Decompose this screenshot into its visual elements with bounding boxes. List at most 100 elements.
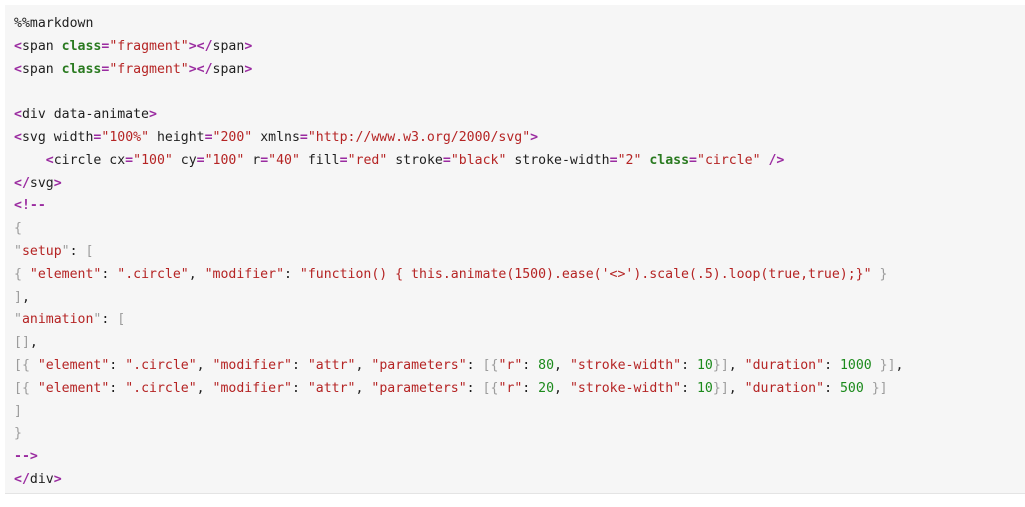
code-token: 20 (538, 380, 555, 396)
code-token: </ (14, 471, 30, 487)
code-token: > (244, 61, 253, 77)
code-token: { (14, 266, 30, 282)
code-token: , (355, 357, 372, 373)
code-token: { (14, 221, 22, 237)
code-line: --> (14, 446, 904, 469)
code-line: <svg width="100%" height="200" xmlns="ht… (14, 127, 904, 150)
code-token: --> (14, 449, 38, 465)
code-token: , (21, 289, 30, 305)
code-token: "200" (212, 129, 253, 145)
code-token: " (61, 243, 70, 259)
code-token: "modifier" (212, 357, 292, 373)
code-token: : (101, 266, 118, 282)
code-block: %%markdown<span class="fragment"></span>… (5, 5, 1025, 494)
code-line: } (14, 423, 904, 446)
code-token: "r" (498, 380, 523, 396)
code-token: "function() { this.animate(1500).ease('<… (299, 266, 872, 282)
code-token: "modifier" (204, 266, 285, 282)
code-token: r (244, 152, 261, 168)
code-token: "fragment" (109, 38, 189, 54)
code-token: " (14, 243, 22, 259)
code-line: ], (14, 287, 904, 310)
code-token: "element" (37, 357, 110, 373)
code-token: , (554, 380, 570, 396)
code-token: span (21, 38, 62, 54)
code-token: "attr" (307, 357, 356, 373)
code-token: "r" (498, 357, 523, 373)
code-line: [{ "element": ".circle", "modifier": "at… (14, 355, 904, 378)
code-token: : (681, 357, 697, 373)
code-token: = (260, 152, 269, 168)
code-token: [] (14, 335, 30, 351)
code-token: > (53, 175, 62, 191)
code-token: " (14, 312, 22, 328)
code-line: [], (14, 332, 904, 355)
code-token: < (14, 107, 22, 123)
code-token: [ (117, 312, 126, 328)
code-token: , (196, 380, 213, 396)
code-token: "stroke-width" (569, 357, 682, 373)
code-token: "parameters" (371, 357, 467, 373)
code-token: 80 (538, 357, 555, 373)
code-line (14, 81, 904, 104)
code-token: }] (863, 380, 888, 396)
code-token: span (21, 61, 62, 77)
code-line: "setup": [ (14, 241, 904, 264)
code-token: "red" (347, 152, 388, 168)
code-token: , (728, 357, 745, 373)
code-token: "100%" (101, 129, 150, 145)
code-content: %%markdown<span class="fragment"></span>… (14, 13, 904, 492)
code-token: = (442, 152, 451, 168)
code-token: "duration" (744, 380, 825, 396)
code-token: span (212, 61, 245, 77)
code-line: ] (14, 401, 904, 424)
code-line: %%markdown (14, 13, 904, 36)
code-token: = (299, 129, 308, 145)
code-token: %%markdown (14, 16, 94, 31)
code-token: span (212, 38, 245, 54)
code-token: < (14, 152, 54, 168)
code-token: ".circle" (125, 357, 197, 373)
code-token: "http://www.w3.org/2000/svg" (307, 129, 531, 145)
code-token: > (53, 471, 62, 487)
code-line: { (14, 218, 904, 241)
code-token: > (149, 107, 157, 123)
code-token: ".circle" (117, 266, 189, 282)
code-token: , (355, 380, 372, 396)
code-token: 1000 (839, 357, 872, 373)
code-token: [{ (14, 357, 38, 373)
code-token: animation (21, 312, 94, 328)
code-token: stroke-width (506, 152, 610, 168)
code-token: = (93, 129, 102, 145)
code-token: " (93, 312, 102, 328)
code-token: : (522, 357, 539, 373)
code-token: height (149, 129, 205, 145)
code-token: , (728, 380, 745, 396)
code-token: [{ (482, 357, 499, 373)
code-token: "element" (37, 380, 110, 396)
code-token: }] (712, 357, 729, 373)
code-line: <div data-animate> (14, 104, 904, 127)
code-line: <span class="fragment"></span> (14, 36, 904, 59)
code-token: 10 (696, 380, 713, 396)
code-token: stroke (387, 152, 443, 168)
code-token: : (109, 380, 126, 396)
code-token: } (14, 426, 22, 442)
code-token: = (689, 152, 697, 168)
code-token: < (14, 61, 22, 77)
code-token: > (244, 38, 253, 54)
code-token: "2" (617, 152, 642, 168)
code-token: ></ (188, 38, 213, 54)
code-token: class (61, 61, 102, 77)
code-token: ] (14, 289, 22, 305)
code-token: > (530, 129, 539, 145)
code-token: [{ (14, 380, 38, 396)
code-token: = (101, 61, 110, 77)
code-token: : (824, 380, 840, 396)
code-token: ".circle" (125, 380, 197, 396)
code-token: , (188, 266, 205, 282)
code-token: setup (21, 243, 62, 259)
code-token: ] (14, 403, 22, 419)
code-token: ></ (188, 61, 213, 77)
code-token: "fragment" (109, 61, 189, 77)
